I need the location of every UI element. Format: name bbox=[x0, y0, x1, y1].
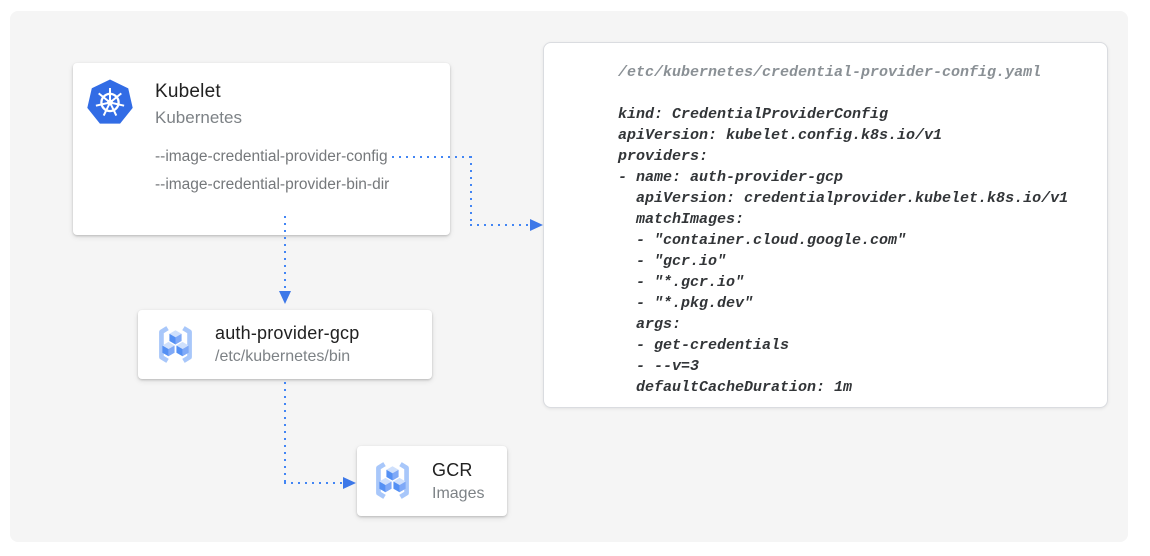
connector-config-to-yaml-segment-1 bbox=[392, 156, 472, 158]
yaml-filename: /etc/kubernetes/credential-provider-conf… bbox=[618, 64, 1042, 81]
yaml-content: kind: CredentialProviderConfig apiVersio… bbox=[618, 106, 1069, 396]
auth-provider-title: auth-provider-gcp bbox=[215, 323, 360, 343]
kubernetes-icon bbox=[85, 78, 135, 128]
node-auth-provider-gcp: auth-provider-gcp /etc/kubernetes/bin bbox=[138, 310, 432, 379]
gcr-icon bbox=[153, 322, 198, 367]
yaml-config-panel: /etc/kubernetes/credential-provider-conf… bbox=[543, 42, 1108, 408]
arrowhead-to-auth-provider bbox=[279, 291, 291, 304]
connector-config-to-yaml-segment-3 bbox=[470, 224, 530, 226]
connector-auth-provider-to-gcr-segment-2 bbox=[284, 482, 343, 484]
auth-provider-subtitle: /etc/kubernetes/bin bbox=[215, 348, 351, 365]
kubelet-subtitle: Kubernetes bbox=[155, 108, 242, 127]
kubelet-flags: --image-credential-provider-config --ima… bbox=[155, 143, 389, 199]
flag-image-credential-provider-config: --image-credential-provider-config bbox=[155, 148, 388, 165]
arrowhead-to-yaml-panel bbox=[530, 219, 543, 231]
gcr-title: GCR bbox=[432, 460, 473, 480]
gcr-icon bbox=[370, 458, 415, 503]
kubelet-title: Kubelet bbox=[155, 81, 221, 102]
node-kubelet: Kubelet Kubernetes --image-credential-pr… bbox=[73, 63, 450, 235]
gcr-subtitle: Images bbox=[432, 485, 485, 502]
connector-config-to-yaml-segment-2 bbox=[470, 156, 472, 226]
arrowhead-to-gcr bbox=[343, 477, 356, 489]
connector-kubelet-to-auth-provider bbox=[284, 216, 286, 292]
node-gcr: GCR Images bbox=[357, 446, 507, 516]
connector-auth-provider-to-gcr-segment-1 bbox=[284, 382, 286, 483]
flag-image-credential-provider-bin-dir: --image-credential-provider-bin-dir bbox=[155, 176, 390, 193]
